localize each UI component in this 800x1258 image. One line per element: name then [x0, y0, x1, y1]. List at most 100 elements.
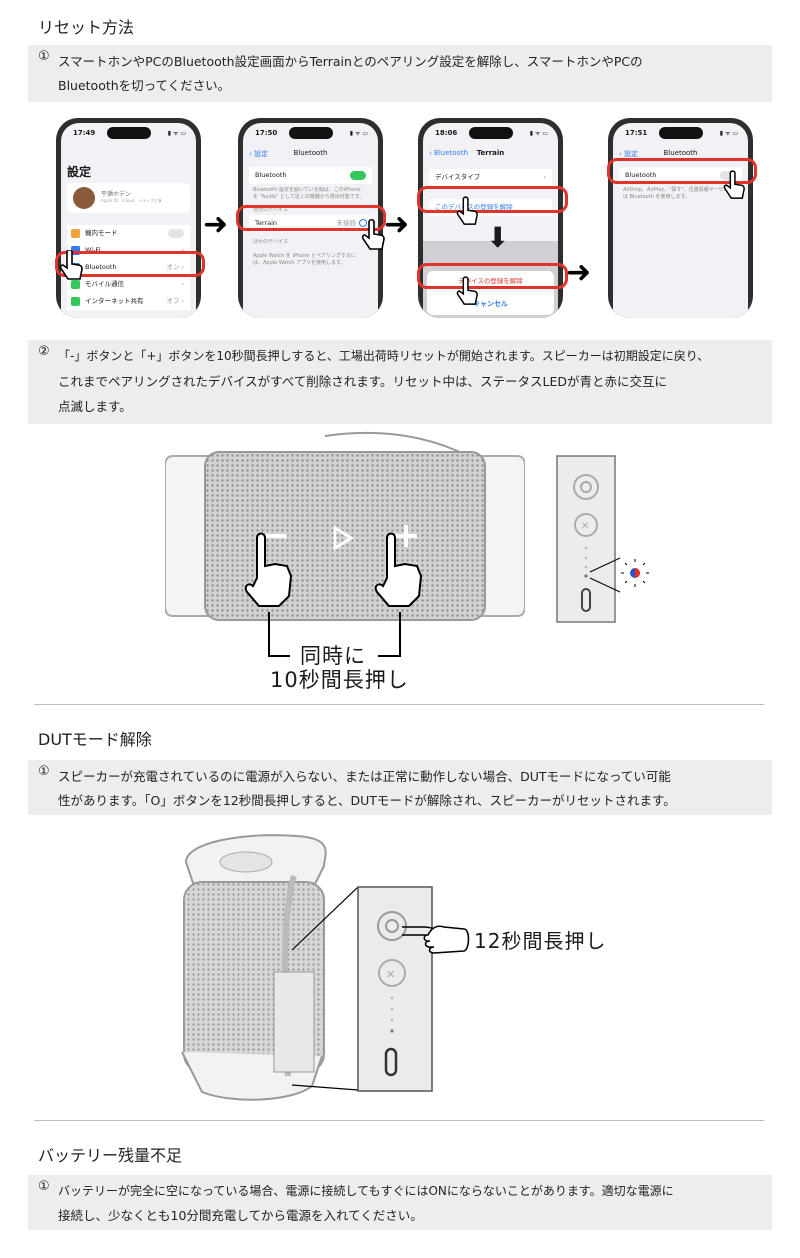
settings-row-cellular[interactable]: モバイル通信 › [67, 276, 190, 293]
row-label: 機内モード [85, 229, 118, 237]
phone-settings: 17:49 ▮ ᯤ ▭ 設定 平瀬ホデン Apple ID、iCloud、メディ… [56, 118, 201, 318]
hand-pointer-icon [361, 218, 385, 250]
hand-pointer-icon [456, 276, 478, 305]
dut-caption: 12秒間長押し [474, 929, 607, 953]
settings-row-hotspot[interactable]: インターネット共有 オフ › [67, 293, 190, 310]
nav-title: Bluetooth [293, 149, 328, 157]
back-button[interactable]: ‹ Bluetooth [429, 149, 469, 157]
settings-heading: 設定 [67, 165, 92, 179]
hand-pointer-icon [59, 250, 83, 280]
dut-step1-box: ① スピーカーが充電されているのに電源が入らない、または正常に動作しない場合、D… [28, 760, 772, 815]
reset-caption-line1: 同時に [300, 644, 366, 668]
reset-title: リセット方法 [38, 18, 135, 37]
dut-title: DUTモード解除 [38, 730, 152, 749]
row-label: Bluetooth [255, 171, 287, 179]
row-label: Wi-Fi [85, 246, 101, 254]
phone-bluetooth-off: 17:51 ▮ ᯤ ▭ ‹ 設定 Bluetooth Bluetooth Air… [608, 118, 753, 318]
hand-pointer-icon [723, 170, 745, 199]
back-button[interactable]: ‹ 設定 [249, 150, 269, 158]
battery-step1-box: ① バッテリーが完全に空になっている場合、電源に接続してもすぐにはONにならない… [28, 1175, 772, 1230]
status-icons: ▮ ᯤ ▭ [719, 130, 738, 137]
section-divider [34, 704, 764, 705]
step-number: ① [38, 1179, 50, 1194]
bluetooth-description: Bluetooth 設定を開いている間は、このiPhone を "Audio" … [253, 187, 365, 200]
row-right: › [181, 280, 184, 288]
row-right: › [181, 246, 184, 254]
profile-name: 平瀬ホデン [101, 191, 132, 198]
speaker-upright-illustration [181, 834, 327, 1101]
highlight-confirm-button [417, 263, 568, 289]
hand-pointer-icon [456, 196, 478, 225]
toggle-switch[interactable] [168, 229, 184, 238]
hand-pointer-icon [402, 925, 470, 954]
confirm-forget-button[interactable]: デバイスの登録を解除 [458, 277, 523, 285]
device-type-row[interactable]: デバイスタイプ › [429, 169, 552, 186]
profile-sub: Apple ID、iCloud、メディアと購入 [101, 198, 161, 203]
hotspot-icon [71, 297, 80, 306]
reset-step1-line1: スマートホンやPCのBluetooth設定画面からTerrainとのペアリング設… [58, 54, 643, 69]
step-number: ① [38, 764, 50, 779]
device-name: Terrain [255, 219, 278, 227]
reset-step2-line1: 「-」ボタンと「+」ボタンを10秒間長押しすると、工場出荷時リセットが開始されま… [58, 349, 710, 363]
step-number: ② [38, 344, 50, 359]
toggle-switch[interactable] [720, 171, 736, 180]
speaker-front-illustration [165, 431, 525, 621]
settings-row-airplane[interactable]: 機内モード [67, 225, 190, 242]
status-time: 17:49 [73, 129, 96, 137]
device-row-terrain[interactable]: Terrain 未接続 [249, 215, 372, 232]
row-label: このデバイスの登録を解除 [435, 203, 513, 211]
dut-step1-line1: スピーカーが充電されているのに電源が入らない、または正常に動作しない場合、DUT… [58, 769, 671, 784]
info-icon[interactable] [359, 219, 367, 227]
svg-text:✕: ✕ [386, 968, 395, 981]
chevron-right-icon: › [543, 173, 546, 181]
arrow-right-icon: ➜ [384, 207, 410, 242]
highlight-bluetooth-row [55, 251, 205, 277]
reset-step1-box: ① スマートホンやPCのBluetooth設定画面からTerrainとのペアリン… [28, 45, 772, 102]
speaker-side-panel-zoom: ✕ [291, 886, 440, 1092]
highlight-device-row [236, 205, 386, 231]
action-sheet: デバイスの登録を解除 キャンセル [427, 271, 554, 315]
status-icons: ▮ ᯤ ▭ [349, 130, 368, 137]
battery-step1-line2: 接続し、少なくとも10分間充電してから電源を入れてください。 [58, 1208, 423, 1223]
airplane-icon [71, 229, 80, 238]
my-devices-header: 自分のデバイス [253, 207, 288, 213]
profile-row[interactable]: 平瀬ホデン Apple ID、iCloud、メディアと購入 [67, 183, 190, 213]
avatar [73, 187, 95, 209]
battery-title: バッテリー残量不足 [38, 1146, 183, 1165]
row-label: Bluetooth [85, 263, 117, 271]
status-time: 18:06 [435, 129, 458, 137]
phone-screen: 17:49 ▮ ᯤ ▭ 設定 平瀬ホデン Apple ID、iCloud、メディ… [61, 123, 196, 318]
bluetooth-description: AirDrop、AirPlay、"探す"、位置情報サービスでは Bluetoot… [623, 187, 734, 200]
svg-text:✕: ✕ [581, 521, 589, 532]
dynamic-island [468, 127, 513, 139]
bracket-right-h [378, 655, 400, 657]
wifi-icon [71, 246, 80, 255]
toggle-switch[interactable] [350, 171, 366, 180]
status-time: 17:51 [625, 129, 648, 137]
reset-step1-line2: Bluetoothを切ってください。 [58, 78, 231, 93]
bracket-left-h [268, 655, 290, 657]
row-label: モバイル通信 [85, 280, 124, 288]
back-button[interactable]: ‹ 設定 [619, 150, 639, 158]
arrow-right-icon: ➜ [566, 255, 592, 290]
row-label: デバイスタイプ [435, 173, 481, 181]
bluetooth-toggle-row[interactable]: Bluetooth [619, 167, 742, 184]
dynamic-island [658, 127, 703, 139]
status-icons: ▮ ᯤ ▭ [167, 130, 186, 137]
reset-step2-line2: これまでペアリングされたデバイスがすべて削除されます。リセット中は、ステータスL… [58, 374, 667, 389]
bracket-left [268, 612, 270, 657]
bluetooth-toggle-row[interactable]: Bluetooth [249, 167, 372, 184]
cancel-button[interactable]: キャンセル [473, 300, 508, 308]
step-number: ① [38, 49, 50, 64]
row-label: インターネット共有 [85, 297, 144, 305]
settings-row-wifi[interactable]: Wi-Fi › [67, 242, 190, 259]
speaker-side-panel: ✕ [556, 455, 649, 623]
status-time: 17:50 [255, 129, 278, 137]
highlight-forget-row [417, 186, 568, 213]
reset-caption-line2: 10秒間長押し [270, 668, 409, 692]
row-right: オン › [166, 263, 184, 271]
phone-bluetooth-list: 17:50 ▮ ᯤ ▭ ‹ 設定 Bluetooth Bluetooth Blu… [238, 118, 383, 318]
cellular-icon [71, 280, 80, 289]
reset-step2-line3: 点滅します。 [58, 399, 132, 414]
section-divider [34, 1120, 764, 1121]
